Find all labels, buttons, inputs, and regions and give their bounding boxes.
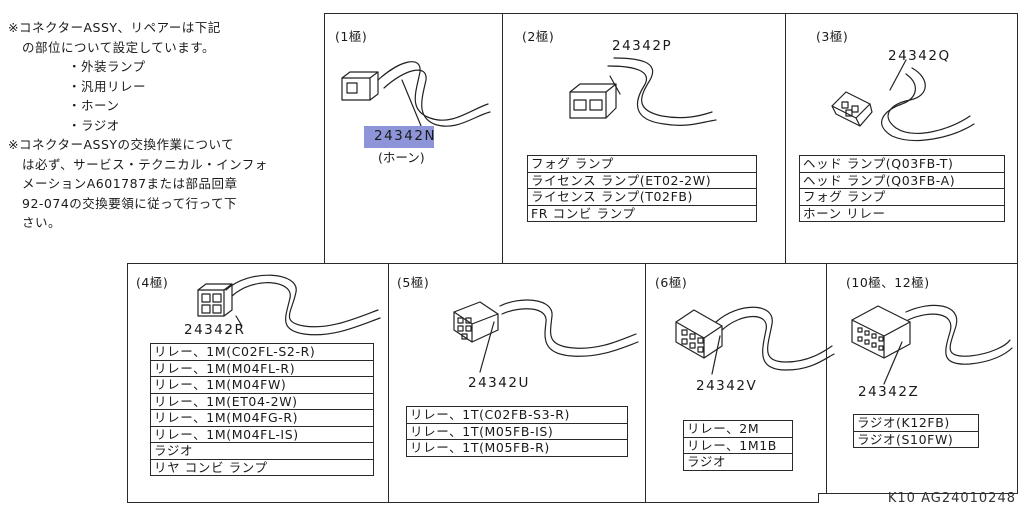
application-table-2-pole: フォグ ランプ ライセンス ランプ(ET02-2W) ライセンス ランプ(T02… (527, 155, 757, 222)
connector-5-pole-icon (453, 299, 639, 373)
note-bullet: ・ラジオ (68, 117, 120, 133)
notes-block: ※コネクターASSY、リペアーは下記 の部位について設定しています。 ・外装ラン… (8, 18, 320, 233)
frame-border (1017, 13, 1018, 493)
table-row: ライセンス ランプ(T02FB) (528, 189, 756, 206)
application-table-3-pole: ヘッド ランプ(Q03FB-T) ヘッド ランプ(Q03FB-A) フォグ ラン… (799, 155, 1005, 222)
table-row: ラジオ(S10FW) (857, 431, 954, 447)
part-number-24342v[interactable]: 24342V (696, 378, 758, 394)
connector-6-pole-icon (675, 306, 835, 375)
note-line: 92-074の交換要領に従って行って下 (22, 195, 238, 211)
table-row: リヤ コンビ ランプ (154, 459, 268, 475)
frame-border (127, 263, 1018, 264)
note-line: メーションA601787または部品回章 (22, 176, 238, 191)
part-number-highlight (364, 126, 434, 148)
frame-border (502, 13, 503, 263)
table-row: ラジオ(K12FB) (854, 415, 978, 432)
note-line: の部位について設定しています。 (22, 39, 216, 55)
frame-border (826, 263, 827, 493)
application-table-5-pole: リレー、1T(C02FB-S3-R) リレー、1T(M05FB-IS) リレー、… (406, 406, 628, 457)
table-row: FR コンビ ランプ (531, 205, 636, 221)
connector-1-pole-icon (341, 61, 491, 139)
part-subtitle-horn: (ホーン) (378, 150, 425, 165)
table-row: フォグ ランプ (528, 156, 756, 173)
note-line: は必ず、サービス・テクニカル・インフォ (22, 156, 268, 172)
note-bullet: ・外装ランプ (68, 59, 146, 74)
table-row: リレー、1T(M05FB-IS) (407, 424, 627, 440)
frame-border (818, 493, 1018, 494)
frame-border (645, 263, 646, 502)
table-row: リレー、1M(M04FG-R) (151, 410, 373, 427)
panel-title-6-pole: (6極) (655, 275, 688, 290)
connector-3-pole-icon (831, 59, 975, 142)
note-bullet: ・汎用リレー (68, 78, 147, 94)
table-row: ライセンス ランプ(ET02-2W) (528, 173, 756, 189)
note-line: さい。 (22, 215, 62, 230)
table-row: リレー、1M(ET04-2W) (151, 394, 373, 410)
note-line: ※コネクターASSYの交換作業について (8, 137, 235, 152)
table-row: ホーン リレー (803, 205, 886, 221)
table-row: リレー、1M(M04FL-R) (151, 361, 373, 377)
panel-title-1-pole: (1極) (335, 29, 368, 44)
part-number-24342q[interactable]: 24342Q (888, 48, 951, 64)
table-row: ヘッド ランプ(Q03FB-T) (800, 156, 1004, 173)
panel-title-2-pole: (2極) (522, 29, 555, 44)
panel-title-10-12-pole: (10極、12極) (846, 275, 930, 290)
table-row: リレー、1T(C02FB-S3-R) (407, 407, 627, 424)
note-line: ※コネクターASSY、リペアーは下記 (8, 20, 221, 35)
table-row: ラジオ (151, 443, 373, 460)
panel-title-5-pole: (5極) (397, 275, 430, 290)
connector-2-pole-icon (569, 57, 717, 126)
part-number-24342p[interactable]: 24342P (612, 38, 673, 54)
connector-10-12-pole-icon (851, 304, 1013, 385)
frame-border (127, 502, 819, 503)
table-row: リレー、1M(M04FW) (151, 377, 373, 394)
frame-border (785, 13, 786, 263)
note-bullet: ・ホーン (68, 98, 120, 113)
application-table-4-pole: リレー、1M(C02FL-S2-R) リレー、1M(M04FL-R) リレー、1… (150, 343, 374, 476)
application-table-6-pole: リレー、2M リレー、1M1B ラジオ (683, 420, 793, 471)
frame-border (127, 263, 128, 502)
frame-border (324, 13, 1018, 14)
table-row: ヘッド ランプ(Q03FB-A) (800, 173, 1004, 189)
table-row: リレー、1M1B (684, 438, 792, 454)
part-number-24342u[interactable]: 24342U (468, 375, 530, 391)
table-row: リレー、1M(M04FL-IS) (151, 427, 373, 443)
frame-border (388, 263, 389, 502)
table-row: リレー、1T(M05FB-R) (410, 440, 550, 455)
frame-border (324, 13, 325, 263)
figure-code: K10 AG24010248 (887, 491, 1016, 506)
table-row: リレー、2M (684, 421, 792, 438)
table-row: リレー、1M(C02FL-S2-R) (151, 344, 373, 361)
part-number-24342n[interactable]: 24342N (374, 128, 437, 144)
frame-border (818, 493, 819, 503)
table-row: ラジオ (687, 454, 727, 469)
table-row: フォグ ランプ (800, 189, 1004, 206)
part-number-24342z[interactable]: 24342Z (858, 384, 920, 400)
application-table-10-12-pole: ラジオ(K12FB) ラジオ(S10FW) (853, 414, 979, 448)
panel-title-3-pole: (3極) (816, 29, 849, 44)
connector-4-pole-icon (197, 274, 381, 336)
panel-title-4-pole: (4極) (136, 275, 169, 290)
part-number-24342r[interactable]: 24342R (184, 322, 246, 338)
